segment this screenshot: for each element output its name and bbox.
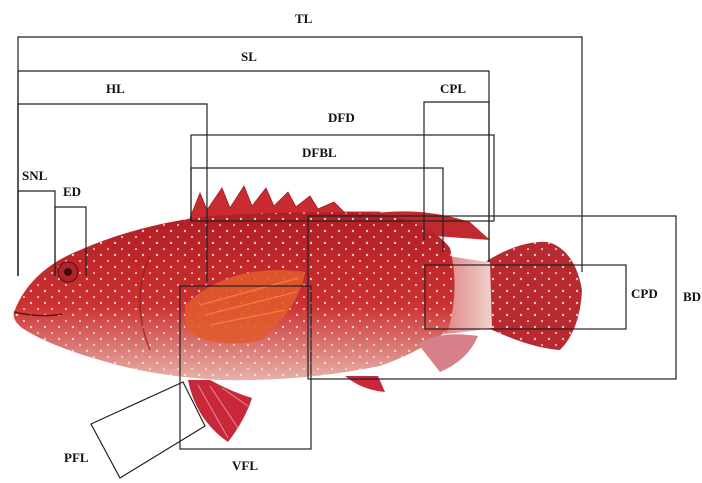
fish-illustration bbox=[14, 186, 582, 442]
label-cpl: CPL bbox=[440, 81, 466, 96]
anal-fin bbox=[345, 376, 385, 392]
label-sl: SL bbox=[241, 49, 257, 64]
snl-bracket bbox=[18, 191, 55, 276]
label-dfbl: DFBL bbox=[302, 145, 337, 160]
label-snl: SNL bbox=[22, 168, 48, 183]
label-tl: TL bbox=[295, 11, 313, 26]
label-ed: ED bbox=[63, 184, 81, 199]
label-dfd: DFD bbox=[328, 110, 355, 125]
label-vfl: VFL bbox=[232, 458, 258, 473]
label-pfl: PFL bbox=[64, 450, 89, 465]
label-bd: BD bbox=[683, 289, 701, 304]
pfl-box bbox=[91, 382, 205, 478]
label-cpd: CPD bbox=[631, 286, 658, 301]
label-hl: HL bbox=[106, 81, 125, 96]
